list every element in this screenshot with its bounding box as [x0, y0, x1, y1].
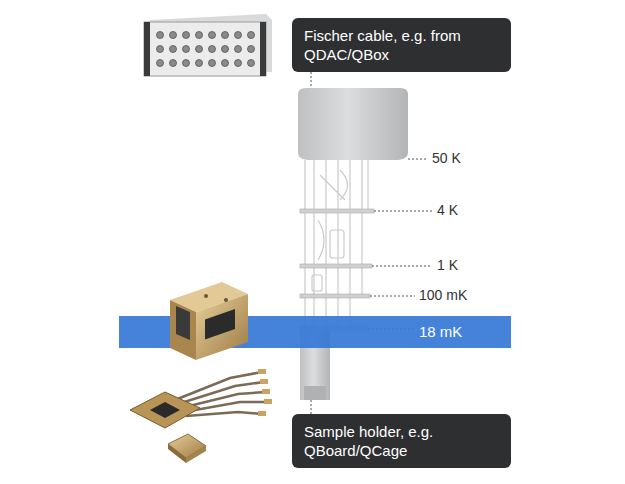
sample-chip-part	[186, 446, 206, 463]
instrument-box-part-part	[209, 60, 216, 67]
instrument-box-part-part	[183, 60, 190, 67]
fridge-part	[300, 264, 372, 268]
qcage-holder	[170, 282, 248, 360]
instrument-box-part-part	[170, 60, 177, 67]
instrument-box-part-part	[235, 46, 242, 53]
pcb-with-cables-part	[258, 369, 272, 416]
fridge	[298, 88, 408, 400]
instrument-box-part-part	[222, 32, 229, 39]
instrument-box-part-part	[170, 32, 177, 39]
instrument-box-part-part	[209, 46, 216, 53]
instrument-box-part-part	[248, 32, 255, 39]
leader-lines-part	[370, 296, 415, 297]
qcage-holder-part	[205, 309, 235, 339]
fridge-part	[300, 294, 370, 298]
fridge-part	[304, 386, 326, 400]
fridge-part-part	[337, 160, 338, 330]
pcb-with-cables-part-part	[186, 412, 262, 416]
fridge-part-part	[361, 160, 362, 298]
pcb-with-cables-part-part	[264, 399, 272, 404]
fridge-part-part	[340, 170, 348, 200]
instrument-box-part-part	[235, 32, 242, 39]
instrument-box-part-part	[157, 60, 164, 67]
pcb-with-cables-part-part	[262, 389, 270, 394]
pcb-with-cables-part	[150, 402, 180, 418]
instrument-box-part	[144, 22, 150, 76]
fridge-part-part	[330, 230, 344, 258]
fridge-part-part	[325, 160, 326, 330]
temperature-label: 100 mK	[419, 287, 467, 303]
temperature-label: 4 K	[437, 202, 458, 218]
pcb-with-cables-part-part	[258, 411, 266, 416]
pcb-with-cables	[130, 369, 272, 428]
leader-lines	[311, 72, 432, 414]
pcb-with-cables-part-part	[175, 372, 262, 400]
instrument-box-part-part	[248, 46, 255, 53]
instrument-box-part-part	[248, 60, 255, 67]
leader-lines-part	[408, 159, 428, 160]
instrument-box-part-part	[196, 60, 203, 67]
fridge-part-part	[320, 175, 345, 200]
instrument-box-part-part	[196, 46, 203, 53]
leader-lines-part	[372, 266, 432, 267]
fridge-part-part	[367, 160, 368, 212]
fridge-part	[305, 160, 368, 330]
instrument-box-part-part	[157, 46, 164, 53]
callout-text: Sample holder, e.g. QBoard/QCage	[304, 422, 496, 460]
fridge-part-part	[318, 220, 324, 260]
instrument-box-part	[260, 22, 266, 76]
qcage-holder-part	[176, 306, 190, 340]
temperature-label: 50 K	[432, 150, 461, 166]
qcage-holder-part	[204, 294, 208, 298]
instrument-box-part-part	[222, 46, 229, 53]
leader-lines-part	[311, 400, 312, 414]
qcage-holder-part	[224, 298, 228, 302]
instrument-box-part	[157, 32, 255, 67]
instrument-box-part-part	[183, 46, 190, 53]
fridge-part-part	[304, 160, 305, 330]
sample-chip	[168, 434, 206, 463]
pcb-with-cables-part-part	[258, 369, 266, 374]
callout-text: Fischer cable, e.g. from QDAC/QBox	[304, 26, 496, 64]
fridge-part	[300, 209, 374, 213]
sample-chip-part	[168, 444, 186, 463]
temperature-label: 1 K	[437, 257, 458, 273]
instrument-box-part-part	[222, 60, 229, 67]
leader-lines-part	[311, 72, 312, 88]
instrument-box-part-part	[196, 32, 203, 39]
pcb-with-cables-part-part	[260, 379, 268, 384]
qcage-holder-part	[196, 294, 248, 360]
fridge-part-part	[349, 160, 350, 330]
fridge-part-part	[312, 275, 322, 291]
instrument-box-part-part	[235, 60, 242, 67]
fridge-part	[298, 88, 408, 160]
instrument-box-part-part	[170, 46, 177, 53]
instrument-box-part-part	[157, 32, 164, 39]
instrument-box	[144, 14, 272, 76]
fridge-part-part	[313, 160, 314, 330]
callout-box: Fischer cable, e.g. from QDAC/QBox	[292, 18, 511, 72]
instrument-box-part-part	[183, 32, 190, 39]
pcb-with-cables-part	[130, 392, 200, 428]
instrument-box-part	[144, 22, 266, 76]
leader-lines-part	[374, 211, 432, 212]
instrument-box-part-part	[209, 32, 216, 39]
callout-box: Sample holder, e.g. QBoard/QCage	[292, 414, 511, 468]
temperature-label: 18 mK	[419, 323, 462, 340]
qcage-holder-part	[170, 300, 196, 360]
